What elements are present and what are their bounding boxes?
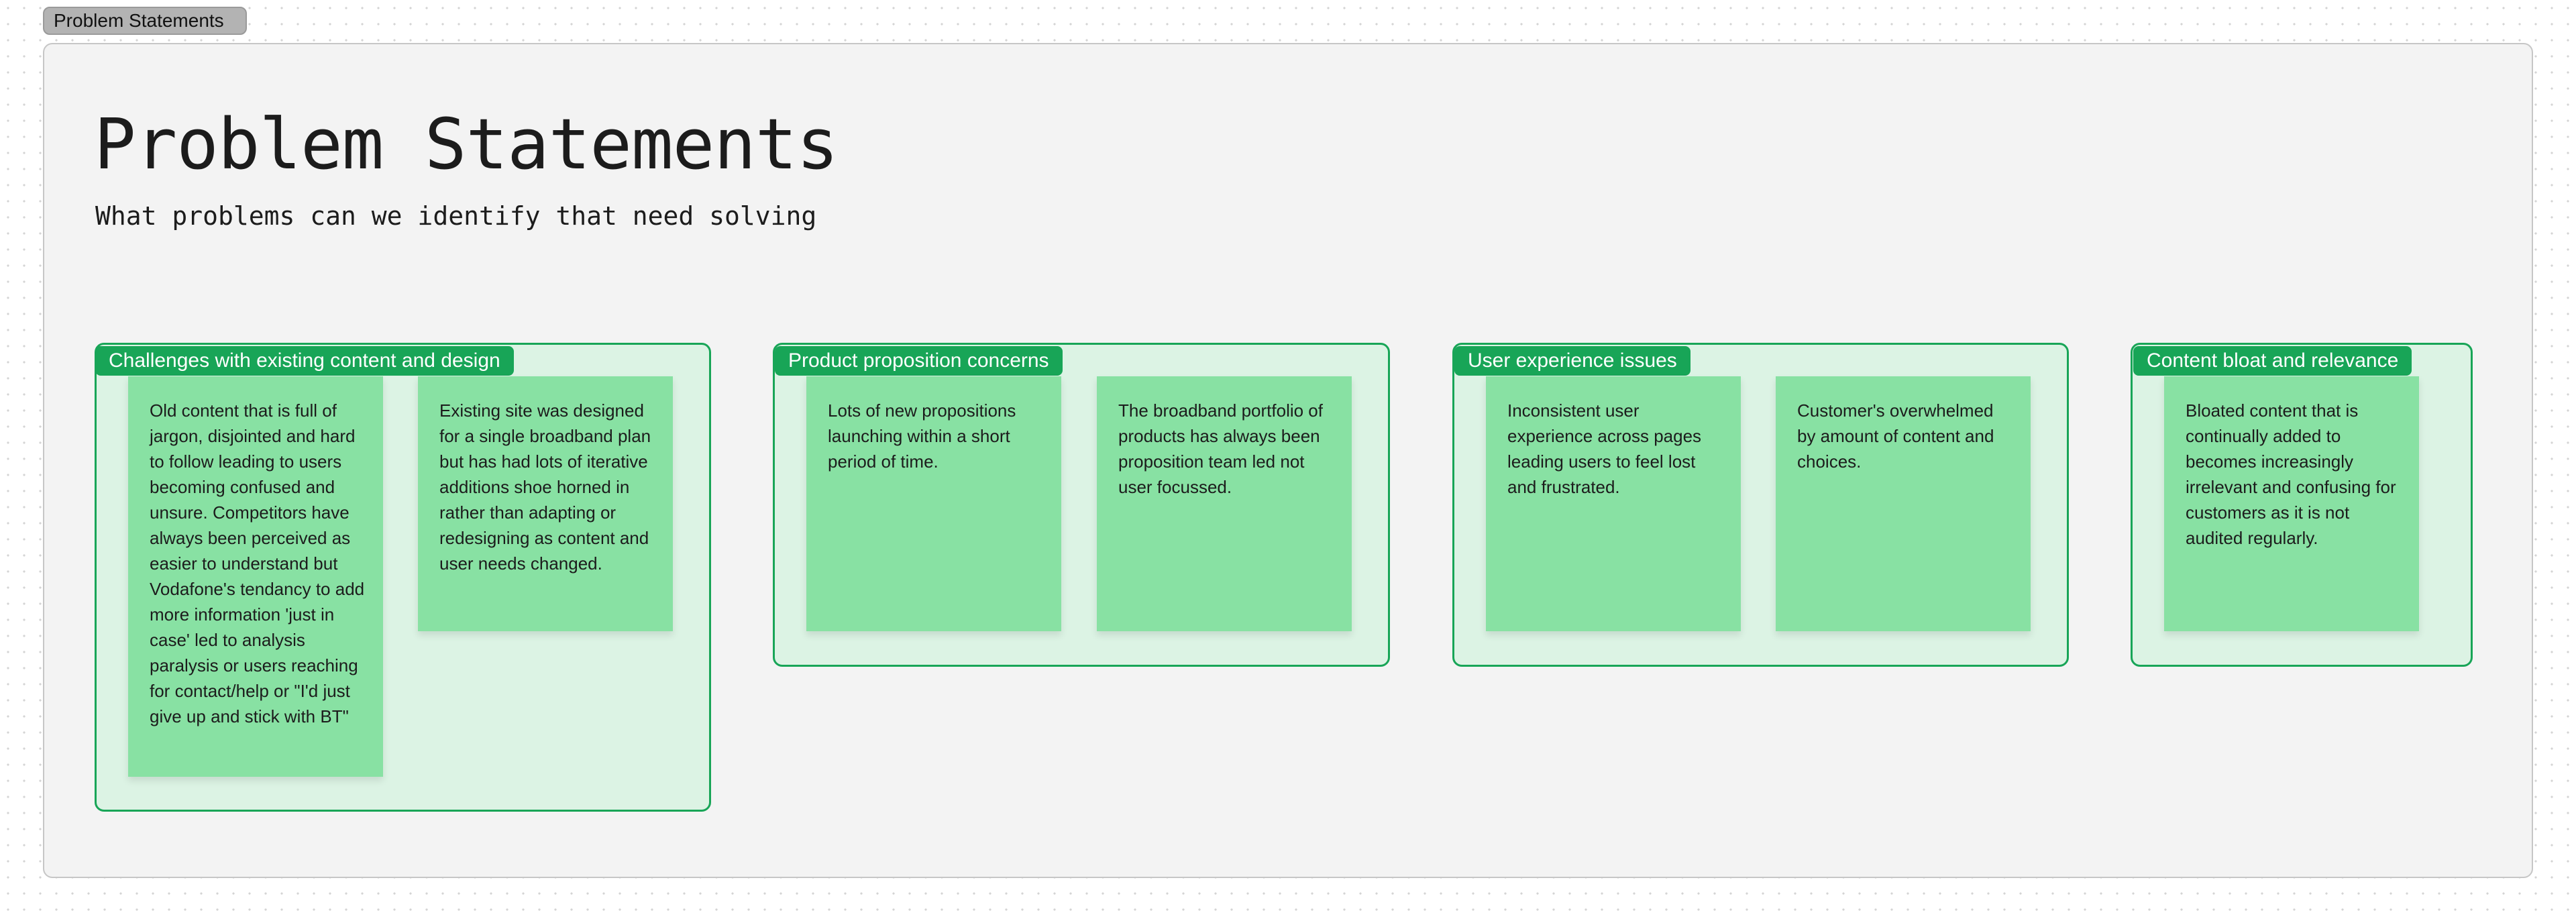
sticky-note[interactable]: Bloated content that is continually adde… — [2164, 376, 2419, 631]
section-label-challenges[interactable]: Challenges with existing content and des… — [95, 346, 514, 376]
sticky-note[interactable]: The broadband portfolio of products has … — [1097, 376, 1352, 631]
section-label-content-bloat[interactable]: Content bloat and relevance — [2133, 346, 2412, 376]
page-subtitle: What problems can we identify that need … — [95, 201, 817, 231]
page-title: Problem Statements — [94, 103, 839, 185]
sticky-note[interactable]: Lots of new propositions launching withi… — [806, 376, 1061, 631]
section-label-product-proposition[interactable]: Product proposition concerns — [775, 346, 1063, 376]
section-label-user-experience[interactable]: User experience issues — [1454, 346, 1690, 376]
sticky-note[interactable]: Old content that is full of jargon, disj… — [128, 376, 383, 777]
frame-tab-label[interactable]: Problem Statements — [43, 7, 247, 35]
sticky-note[interactable]: Customer's overwhelmed by amount of cont… — [1776, 376, 2031, 631]
sticky-note[interactable]: Existing site was designed for a single … — [418, 376, 673, 631]
sticky-note[interactable]: Inconsistent user experience across page… — [1486, 376, 1741, 631]
